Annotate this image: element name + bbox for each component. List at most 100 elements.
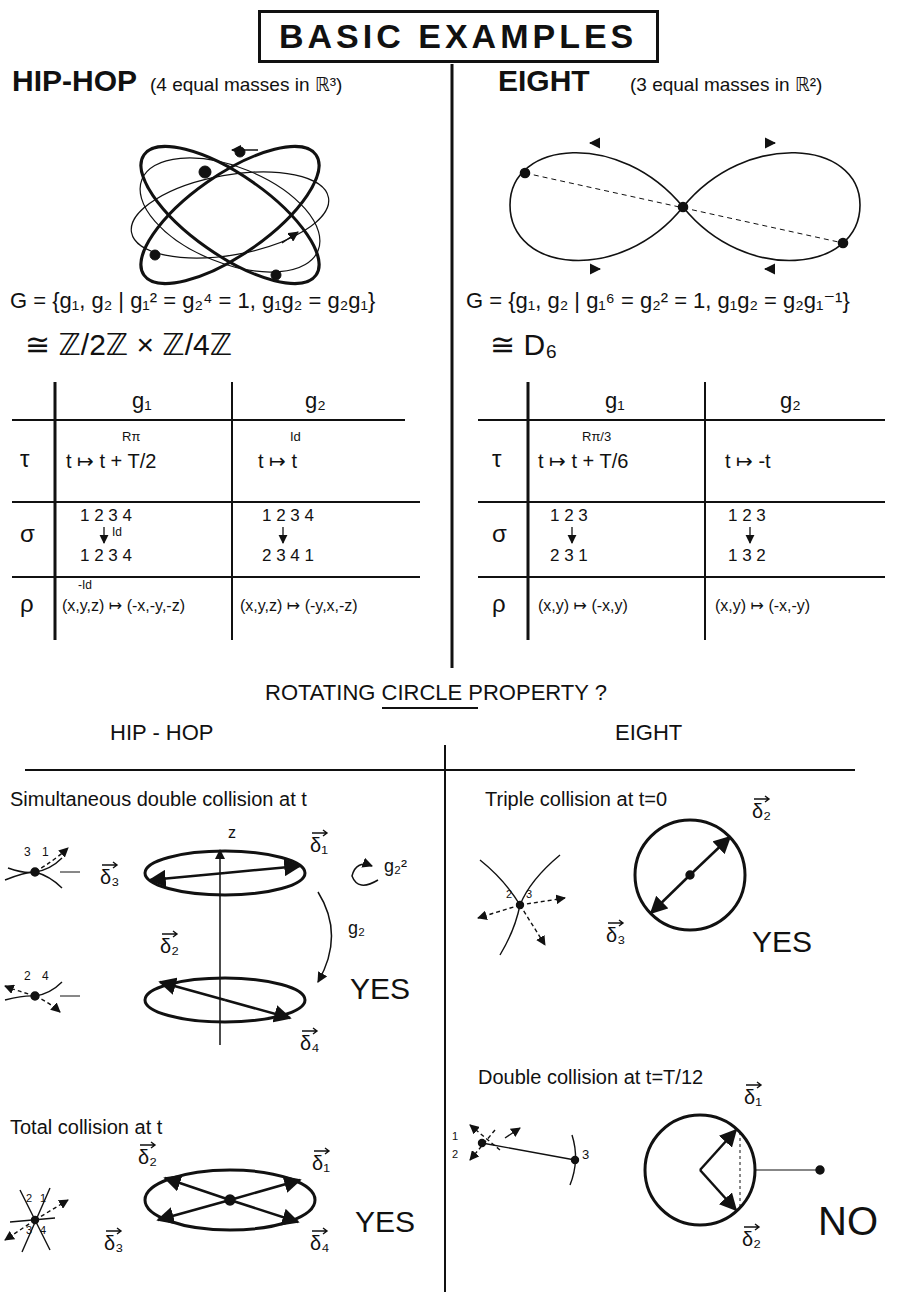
- table-cell: 1 2 3: [728, 506, 766, 526]
- vector: [165, 1178, 230, 1200]
- orbit: [125, 158, 336, 272]
- rotating-circle: [145, 851, 305, 895]
- answer: NO: [818, 1198, 878, 1244]
- arrow: [765, 142, 775, 144]
- orbit: [121, 122, 339, 308]
- vector: [690, 837, 730, 875]
- body-number: 4: [42, 970, 49, 984]
- body-number: 1: [452, 1130, 458, 1143]
- table-cell: Id: [290, 430, 301, 445]
- trajectory: [478, 905, 520, 918]
- table-line: [12, 419, 405, 421]
- trajectory: [5, 1220, 35, 1240]
- trajectory: [8, 868, 62, 888]
- trajectory: [35, 1200, 68, 1220]
- mass: [235, 147, 245, 157]
- vector-label: δ₄: [310, 1232, 329, 1255]
- connecting-line: [755, 1169, 820, 1170]
- arrow: [749, 527, 750, 543]
- answer: YES: [752, 925, 812, 960]
- table-cell: 2 3 4 1: [262, 546, 314, 566]
- column-header: g₁: [132, 388, 152, 413]
- rotating-circle: [645, 1115, 755, 1225]
- table-cell: 1 2 3 4: [262, 506, 314, 526]
- trajectory: [22, 1188, 50, 1252]
- triple-collision: [478, 820, 745, 955]
- vector: [225, 866, 300, 873]
- vector-label: δ₃: [606, 924, 625, 947]
- dividers: [25, 64, 855, 1292]
- table-cell: 2 3 1: [550, 546, 588, 566]
- mass: [572, 1157, 579, 1164]
- mass: [679, 203, 688, 212]
- trajectory: [505, 1128, 520, 1138]
- axis-label: z: [228, 824, 236, 842]
- rotating-circle: [635, 820, 745, 930]
- connecting-line: [482, 1143, 575, 1160]
- section-heading: EIGHT: [498, 64, 590, 99]
- arrow: [282, 232, 298, 243]
- vector-label: δ₁: [312, 1152, 330, 1175]
- vector-label: δ₂: [138, 1146, 157, 1169]
- symmetry-label: g₂: [348, 918, 365, 939]
- table-line: [12, 501, 420, 503]
- curved-arrow: [318, 892, 332, 982]
- table-cell: Rπ/3: [582, 430, 611, 445]
- trajectory: [480, 860, 520, 905]
- table-cell: 1 3 2: [728, 546, 766, 566]
- mass: [150, 250, 160, 260]
- isomorphism: ≅ D₆: [490, 328, 557, 363]
- table-cell: Id: [112, 526, 122, 540]
- case-heading: Simultaneous double collision at t: [10, 788, 307, 811]
- orbit: [124, 135, 336, 295]
- divider-line: [444, 745, 446, 1292]
- table-cell: 1 2 3: [550, 506, 588, 526]
- arrow: [590, 142, 600, 144]
- table-lines: [12, 382, 885, 640]
- mass: [816, 1166, 824, 1174]
- table-cell: (x,y) ↦ (-x,-y): [715, 597, 810, 615]
- vector-label: δ₄: [300, 1032, 319, 1055]
- row-header: σ: [492, 520, 507, 548]
- answer: YES: [355, 1205, 415, 1240]
- section-heading: HIP-HOP: [12, 64, 137, 99]
- group-presentation: G = {g₁, g₂ | g₁⁶ = g₂² = 1, g₁g₂ = g₂g₁…: [466, 288, 850, 313]
- vector: [700, 1130, 736, 1170]
- eight-curve: [510, 153, 860, 261]
- mass: [271, 270, 281, 280]
- vector: [160, 982, 225, 1000]
- table-line: [478, 576, 885, 578]
- trajectory: [520, 905, 545, 945]
- row-header: τ: [492, 445, 501, 473]
- arrow: [571, 527, 572, 543]
- vector-label: δ₃: [104, 1232, 123, 1255]
- figure-eight: [510, 143, 860, 269]
- trajectory: [5, 986, 35, 996]
- mass: [521, 169, 530, 178]
- hiphop-collision: [5, 848, 378, 1045]
- axis: [60, 872, 80, 873]
- vector: [230, 1200, 298, 1222]
- table-line: [478, 501, 885, 503]
- dotted-line: [740, 1132, 741, 1208]
- table-cell: (x,y,z) ↦ (-x,-y,-z): [62, 597, 185, 615]
- title-box: BASIC EXAMPLES: [258, 10, 659, 63]
- trajectory: [500, 905, 520, 955]
- axis: [60, 996, 80, 997]
- section-heading: ROTATING CIRCLE PROPERTY ?: [265, 680, 607, 705]
- body-number: 3: [24, 846, 31, 860]
- rotating-circle: [145, 978, 305, 1022]
- title-text: BASIC EXAMPLES: [279, 17, 638, 56]
- table-cell: 1 2 3 4: [80, 546, 132, 566]
- table-cell: (x,y,z) ↦ (-y,x,-z): [240, 597, 358, 615]
- table-cell: t ↦ t: [258, 450, 297, 473]
- underline: [382, 707, 478, 709]
- sphere-orbits: [121, 122, 339, 308]
- vector-label: δ₂: [742, 1228, 761, 1251]
- trajectory: [20, 1190, 50, 1250]
- vector-label: δ₂: [752, 800, 771, 823]
- trajectory: [35, 848, 68, 872]
- divider-line: [25, 769, 855, 771]
